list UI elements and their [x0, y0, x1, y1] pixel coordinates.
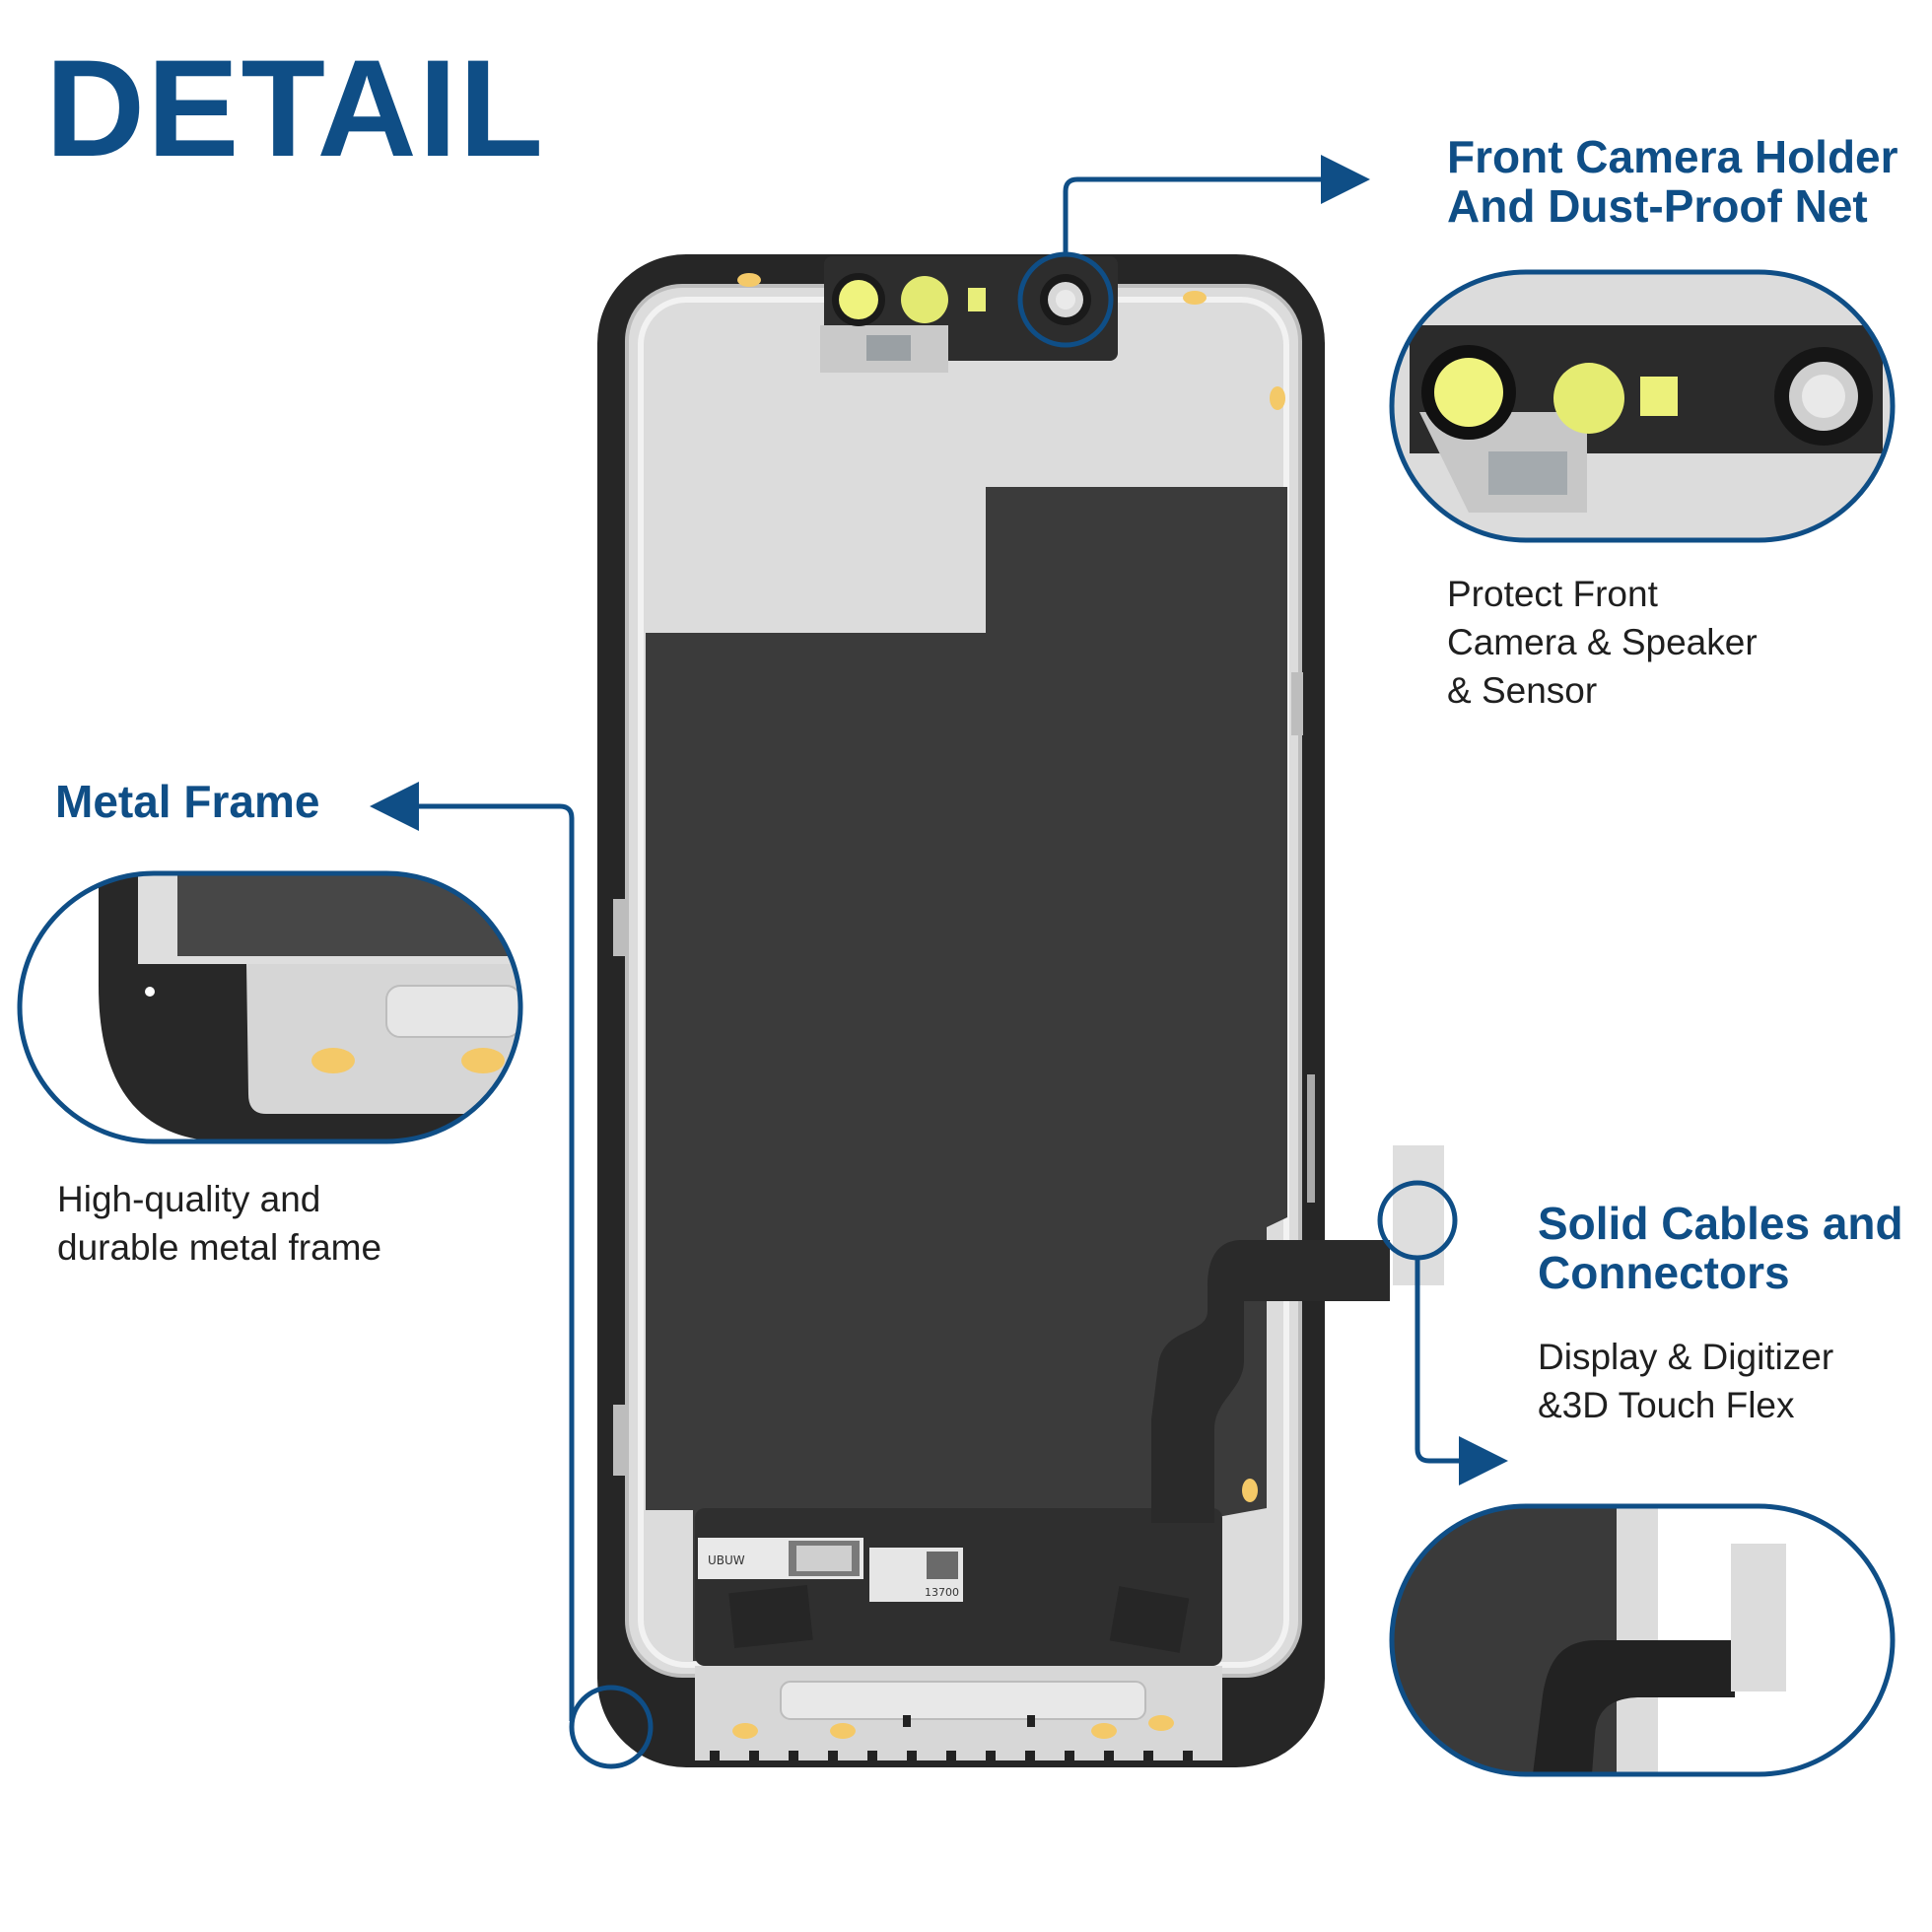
sticker-right-text: 13700: [925, 1586, 959, 1599]
camera-description-line-3: & Sensor: [1447, 670, 1598, 711]
camera-heading-line-2: And Dust-Proof Net: [1447, 180, 1868, 232]
frame-description-line-1: High-quality and: [57, 1179, 321, 1219]
cable-description: Display & Digitizer &3D Touch Flex: [1538, 1333, 1833, 1429]
cable-description-line-2: &3D Touch Flex: [1538, 1385, 1795, 1425]
frame-description-line-2: durable metal frame: [57, 1227, 382, 1268]
camera-zoom-border: [1389, 269, 1896, 543]
sticker-left-text: UBUW: [708, 1553, 745, 1567]
camera-heading-line-1: Front Camera Holder: [1447, 131, 1898, 182]
cable-zoom-border: [1389, 1503, 1896, 1777]
phone-screen-assembly: UBUW 13700: [597, 254, 1444, 1767]
frame-heading: Metal Frame: [55, 777, 319, 826]
camera-heading: Front Camera Holder And Dust-Proof Net: [1447, 132, 1898, 231]
cable-heading: Solid Cables and Connectors: [1538, 1199, 1903, 1297]
page-title: DETAIL: [45, 31, 546, 185]
cable-description-line-1: Display & Digitizer: [1538, 1337, 1834, 1377]
cable-zoom-panel: [1392, 1506, 1893, 1774]
frame-highlight-ring: [569, 1685, 654, 1769]
cable-zoom-connector: [1731, 1544, 1786, 1691]
flex-cable: [1151, 1240, 1390, 1523]
cable-heading-line-2: Connectors: [1538, 1247, 1790, 1298]
frame-heading-line-1: Metal Frame: [55, 776, 320, 827]
camera-description: Protect Front Camera & Speaker & Sensor: [1447, 570, 1758, 715]
frame-description: High-quality and durable metal frame: [57, 1175, 381, 1272]
connector-lines: [370, 155, 1508, 1769]
camera-description-line-1: Protect Front: [1447, 574, 1658, 614]
dark-panel: [646, 487, 1287, 1661]
cable-heading-line-1: Solid Cables and: [1538, 1198, 1903, 1249]
frame-zoom-panel: [20, 873, 520, 1141]
camera-zoom-panel: [1392, 272, 1893, 540]
frame-zoom-border: [17, 870, 523, 1144]
camera-description-line-2: Camera & Speaker: [1447, 622, 1758, 662]
